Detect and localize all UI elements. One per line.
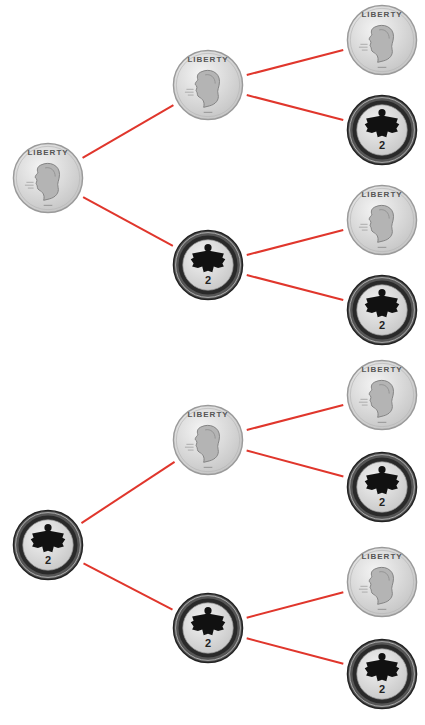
euro-node: 2 bbox=[172, 592, 244, 664]
coin-value: 2 bbox=[346, 319, 418, 332]
coin-legend: LIBERTY bbox=[172, 55, 244, 64]
coin-legend: LIBERTY bbox=[346, 552, 418, 561]
branch-line bbox=[83, 197, 173, 246]
quarter-node: LIBERTY bbox=[346, 359, 418, 431]
euro-node: 2 bbox=[346, 638, 418, 710]
euro-node: 2 bbox=[346, 274, 418, 346]
quarter-node: LIBERTY bbox=[12, 142, 84, 214]
coin-value: 2 bbox=[346, 139, 418, 152]
branch-line bbox=[81, 462, 174, 523]
coin-legend: LIBERTY bbox=[346, 365, 418, 374]
branch-line bbox=[247, 275, 344, 300]
quarter-node: LIBERTY bbox=[172, 49, 244, 121]
coin-legend: LIBERTY bbox=[346, 10, 418, 19]
branch-line bbox=[247, 450, 344, 476]
quarter-node: LIBERTY bbox=[346, 184, 418, 256]
euro-node: 2 bbox=[346, 451, 418, 523]
coin-legend: LIBERTY bbox=[12, 148, 84, 157]
euro-coin bbox=[172, 229, 244, 301]
coin-value: 2 bbox=[172, 274, 244, 287]
branch-line bbox=[84, 563, 173, 609]
euro-coin bbox=[346, 451, 418, 523]
quarter-node: LIBERTY bbox=[346, 4, 418, 76]
coin-value: 2 bbox=[12, 554, 84, 567]
coin-legend: LIBERTY bbox=[346, 190, 418, 199]
coin-value: 2 bbox=[346, 496, 418, 509]
branch-line bbox=[247, 638, 344, 664]
euro-coin bbox=[172, 592, 244, 664]
coin-value: 2 bbox=[346, 683, 418, 696]
branch-line bbox=[247, 95, 344, 120]
euro-coin bbox=[346, 638, 418, 710]
euro-coin bbox=[12, 509, 84, 581]
branch-line bbox=[247, 592, 344, 618]
euro-node: 2 bbox=[172, 229, 244, 301]
quarter-node: LIBERTY bbox=[346, 546, 418, 618]
branch-line bbox=[247, 50, 344, 75]
branch-line bbox=[83, 105, 174, 158]
quarter-node: LIBERTY bbox=[172, 404, 244, 476]
branch-line bbox=[247, 230, 344, 255]
euro-coin bbox=[346, 94, 418, 166]
branch-line bbox=[247, 405, 344, 430]
coin-value: 2 bbox=[172, 637, 244, 650]
euro-node: 2 bbox=[346, 94, 418, 166]
euro-node: 2 bbox=[12, 509, 84, 581]
coin-legend: LIBERTY bbox=[172, 410, 244, 419]
euro-coin bbox=[346, 274, 418, 346]
